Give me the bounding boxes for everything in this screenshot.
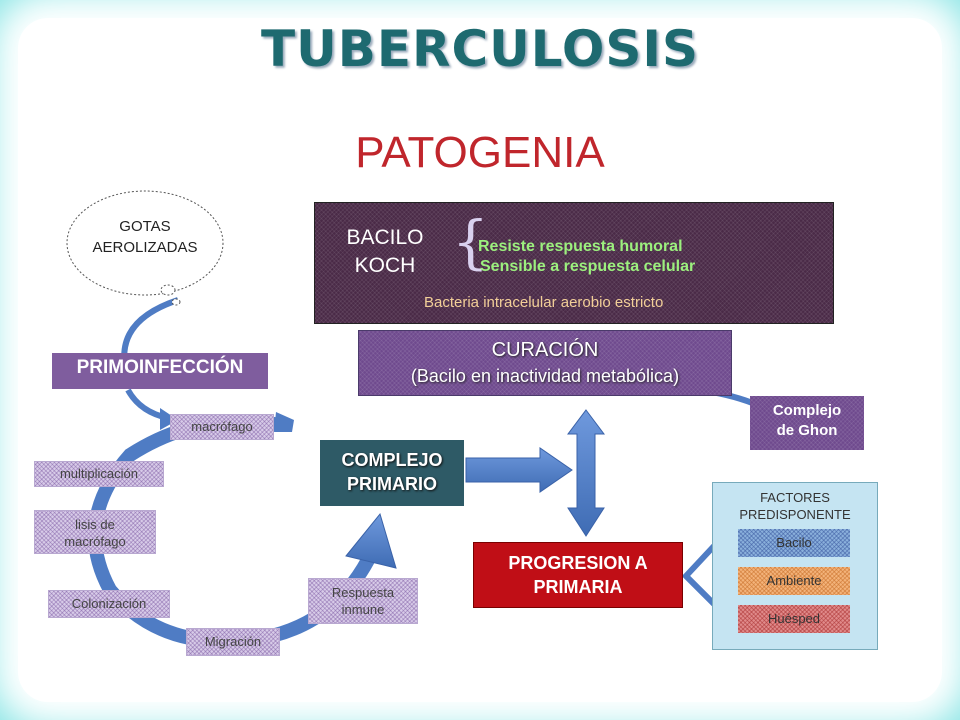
cycle-lisis-line1: lisis de [75,517,115,532]
complejo-primario-box: COMPLEJO PRIMARIO [320,440,464,506]
cloud-shape [66,190,224,296]
bacilo-trait-humoral: Resiste respuesta humoral [478,238,683,255]
progresion-primaria-box: PROGRESION A PRIMARIA [473,542,683,608]
ghon-line2: de Ghon [776,422,838,439]
bacilo-trait-celular: Sensible a respuesta celular [480,258,696,275]
factor-huesped: Huésped [738,605,850,633]
brace-symbol: { [452,208,489,276]
bacilo-name-line1: BACILO [346,226,424,249]
complejo-line1: COMPLEJO [341,450,443,470]
cycle-migracion: Migración [186,628,280,656]
primoinfeccion-box: PRIMOINFECCIÓN [52,353,268,389]
factores-header-line1: FACTORES [760,490,830,505]
bacilo-description: Bacteria intracelular aerobio estricto [424,294,664,311]
cloud-label-line2: AEROLIZADAS [92,239,198,256]
page-title: TUBERCULOSIS [261,20,699,78]
cycle-colonizacion: Colonización [48,590,170,618]
curacion-detail: (Bacilo en inactividad metabólica) [410,366,680,386]
ghon-line1: Complejo [772,402,842,419]
cloud-label-line1: GOTAS [119,218,171,235]
cloud-label: GOTAS AEROLIZADAS [70,216,220,258]
complejo-ghon-box: Complejo de Ghon [750,396,864,450]
curacion-box: CURACIÓN (Bacilo en inactividad metabóli… [358,330,732,396]
cycle-respuesta-inmune: Respuesta inmune [308,578,418,624]
progresion-line1: PROGRESION A [508,553,648,573]
curacion-title: CURACIÓN [491,339,599,361]
bacilo-name-line2: KOCH [354,254,416,277]
complejo-line2: PRIMARIO [347,474,437,494]
bacilo-koch-box [314,202,834,324]
factores-header: FACTORES PREDISPONENTE [713,489,877,523]
primoinfeccion-label: PRIMOINFECCIÓN [76,357,244,378]
cycle-multiplicacion: multiplicación [34,461,164,487]
cycle-respuesta-line2: inmune [341,602,385,617]
cycle-up-arrowhead [345,512,397,569]
complejo-to-curacion-arrow [465,447,573,493]
cycle-lisis-macrofago: lisis de macrófago [34,510,156,554]
progresion-line2: PRIMARIA [533,577,623,597]
cycle-lisis-line2: macrófago [64,534,126,549]
factor-bacilo: Bacilo [738,529,850,557]
cycle-top-arrowhead [274,412,294,432]
page-subtitle: PATOGENIA [355,128,605,177]
factores-predisponentes-box: FACTORES PREDISPONENTE Bacilo Ambiente H… [712,482,878,650]
curacion-progresion-double-arrow [567,409,605,537]
factor-ambiente: Ambiente [738,567,850,595]
bacilo-koch-label: BACILO KOCH [330,224,440,280]
factores-header-line2: PREDISPONENTE [739,507,851,522]
cycle-macrofago: macrófago [170,414,274,440]
cycle-respuesta-line1: Respuesta [331,585,395,600]
factores-to-progresion-arrow [681,543,717,607]
